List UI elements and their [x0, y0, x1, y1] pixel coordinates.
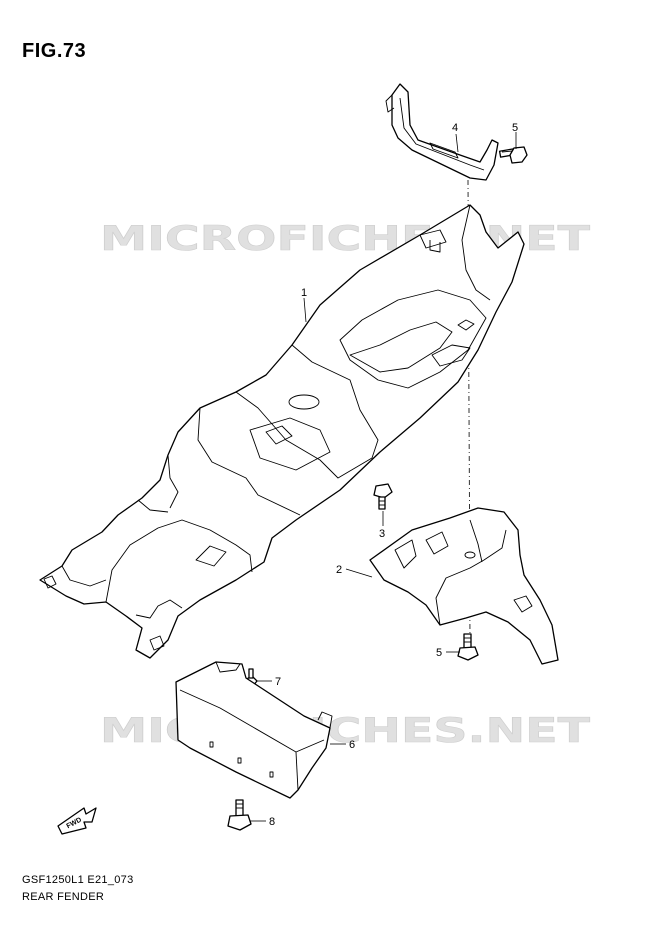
diagram-code: GSF1250L1 E21_073	[22, 874, 134, 886]
callout-7[interactable]: 7	[275, 676, 281, 688]
callout-8[interactable]: 8	[269, 816, 275, 828]
part-3-screw[interactable]	[373, 483, 393, 510]
fwd-arrow-icon: FWD	[57, 807, 97, 835]
watermark-bottom: MICROFICHES.NET	[100, 711, 591, 751]
callout-1[interactable]: 1	[301, 287, 307, 299]
part-6-tray[interactable]	[175, 661, 333, 799]
part-5-bolt-lower[interactable]	[457, 633, 479, 661]
figure-title: FIG.73	[22, 40, 87, 62]
callout-5-bottom[interactable]: 5	[436, 647, 442, 659]
leader-4	[455, 133, 459, 153]
part-1-rear-fender[interactable]	[39, 204, 525, 659]
part-8-bolt[interactable]	[227, 799, 252, 831]
callout-3[interactable]: 3	[379, 528, 385, 540]
part-4-bracket[interactable]	[385, 83, 499, 181]
leader-1	[303, 297, 307, 323]
callout-2[interactable]: 2	[336, 564, 342, 576]
callout-5-top[interactable]: 5	[512, 122, 518, 134]
leader-2	[345, 568, 373, 578]
callout-6[interactable]: 6	[349, 739, 355, 751]
diagram-name: REAR FENDER	[22, 891, 105, 903]
part-5-bolt-top[interactable]	[498, 146, 528, 164]
callout-4[interactable]: 4	[452, 122, 458, 134]
part-2-fender-lower[interactable]	[369, 507, 559, 665]
